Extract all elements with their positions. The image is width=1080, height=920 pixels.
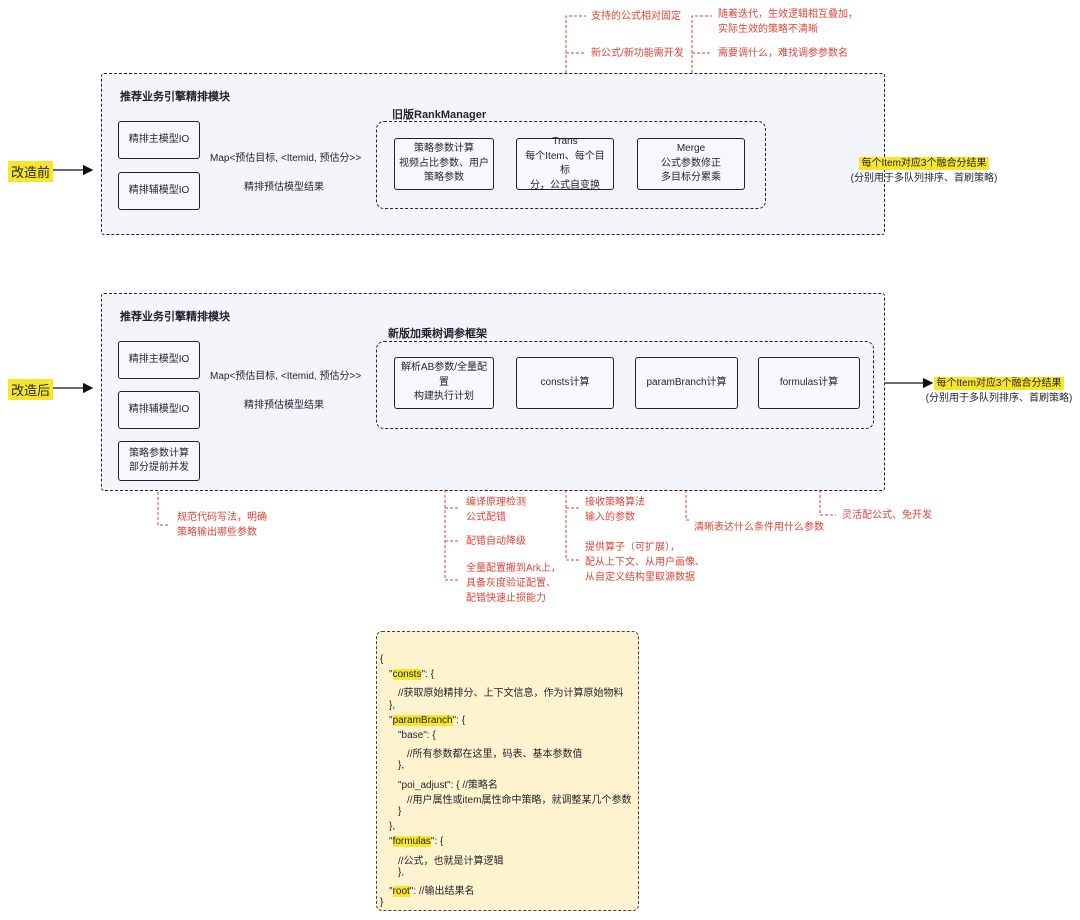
after-result: 每个Item对应3个融合分结果 (分别用于多队列排序、首刷策略) (924, 376, 1074, 406)
json-line: //公式，也就是计算逻辑 (398, 852, 504, 867)
json-line-text: ": { (421, 669, 434, 681)
json-line-text: //获取原始精排分、上下文信息，作为计算原始物料 (398, 688, 624, 700)
after-note-b2: 提供算子（可扩展）， 配从上下文、从用户画像、 从自定义结构里取源数据 (585, 542, 705, 583)
before-map-label: Map<预估目标, <Itemid, 预估分>> (210, 153, 362, 164)
before-inner-title: 旧版RankManager (392, 109, 487, 121)
json-line-text: ": { (430, 836, 444, 848)
before-map-sublabel: 精排预估模型结果 (244, 182, 324, 193)
after-note-a2: 配错自动降级 (466, 536, 526, 547)
after-model-aux: 精排辅模型IO (118, 391, 200, 429)
json-line: "formulas": { (389, 836, 444, 848)
json-line: } (380, 897, 383, 908)
json-key-highlight: formulas (392, 836, 431, 848)
after-strategy-box: 策略参数计算 部分提前并发 (118, 441, 200, 481)
json-line: }, (398, 867, 404, 878)
before-box-trans: Trans 每个Item、每个目标 分，公式自变换 (516, 136, 614, 191)
after-inner-title: 新版加乘树调参框架 (388, 328, 487, 340)
after-framework-frame (376, 341, 874, 429)
json-line: }, (389, 821, 395, 832)
json-line: "root": //输出结果名 (389, 882, 474, 897)
json-line: } (398, 806, 401, 817)
before-model-main: 精排主模型IO (118, 121, 200, 159)
json-line-text: "base": { (398, 730, 436, 741)
before-result-sub: (分别用于多队列排序、首刷策略) (850, 173, 998, 184)
after-side-label: 改造后 (8, 379, 54, 400)
before-rankmanager-frame (376, 121, 766, 209)
after-box-consts: consts计算 (516, 357, 614, 409)
json-line: }, (389, 700, 395, 711)
after-note-c: 清晰表达什么条件用什么参数 (694, 522, 824, 533)
json-line-text: }, (389, 699, 396, 711)
json-line-text: { (380, 654, 384, 665)
after-map-sublabel: 精排预估模型结果 (244, 400, 324, 411)
json-line-text: " (389, 714, 393, 726)
json-line: //所有参数都在这里，码表、基本参数值 (407, 745, 583, 760)
before-side-label: 改造前 (8, 161, 54, 182)
after-map-label: Map<预估目标, <Itemid, 预估分>> (210, 371, 362, 382)
json-line-text: "poi_adjust": { //策略名 (398, 779, 498, 791)
after-box-formulas: formulas计算 (758, 357, 860, 409)
json-line-text: //用户属性或item属性命中策略，就调整某几个参数 (407, 794, 632, 806)
json-line-text: ": //输出结果名 (409, 886, 475, 897)
json-line-text: " (389, 669, 393, 681)
json-line-text: ": { (452, 714, 466, 726)
before-box-strategy: 策略参数计算 视频占比参数、用户 策略参数 (394, 138, 494, 190)
after-box-parambranch: paramBranch计算 (635, 357, 738, 409)
after-model-main: 精排主模型IO (118, 341, 200, 379)
before-note-2: 新公式/新功能需开发 (591, 48, 684, 59)
json-key-highlight: root (392, 886, 410, 897)
before-model-aux: 精排辅模型IO (118, 172, 200, 210)
after-result-sub: (分别用于多队列排序、首刷策略) (925, 393, 1073, 404)
json-config-card: {"consts": {//获取原始精排分、上下文信息，作为计算原始物料},"p… (376, 631, 639, 911)
json-line-text: }, (398, 760, 405, 772)
json-line-text: " (389, 886, 393, 897)
json-line-text: } (398, 806, 402, 817)
json-line-text: //公式，也就是计算逻辑 (398, 855, 504, 867)
after-note-d: 灵活配公式、免开发 (842, 510, 932, 521)
before-result-main: 每个Item对应3个融合分结果 (859, 157, 989, 170)
after-note-a3: 全量配置搬到Ark上， 具备灰度验证配置、 配错快速止损能力 (466, 563, 561, 604)
after-note-a1: 编译原理检测 公式配错 (466, 497, 526, 523)
before-result: 每个Item对应3个融合分结果 (分别用于多队列排序、首刷策略) (824, 156, 1024, 186)
json-line-text: } (380, 897, 384, 909)
after-box-parse: 解析AB参数/全量配置 构建执行计划 (394, 357, 494, 409)
json-line: //获取原始精排分、上下文信息，作为计算原始物料 (398, 684, 624, 699)
before-note-4: 需要调什么，难找调参参数名 (718, 48, 848, 59)
before-box-merge: Merge 公式参数修正 多目标分累乘 (637, 138, 745, 190)
before-note-3: 随着迭代，生效逻辑相互叠加， 实际生效的策略不清晰 (718, 9, 858, 35)
after-note-b1: 接收策略算法 输入的参数 (585, 497, 645, 523)
json-line-text: " (389, 836, 393, 848)
after-note-left: 规范代码写法，明确 策略输出哪些参数 (177, 512, 267, 538)
json-key-highlight: consts (392, 669, 422, 681)
json-line: { (380, 654, 383, 665)
json-line-text: //所有参数都在这里，码表、基本参数值 (407, 749, 583, 761)
after-module-title: 推荐业务引擎精排模块 (120, 311, 230, 323)
json-line: //用户属性或item属性命中策略，就调整某几个参数 (407, 791, 631, 806)
json-line: "consts": { (389, 669, 434, 681)
json-line-text: }, (398, 866, 405, 878)
after-result-main: 每个Item对应3个融合分结果 (934, 377, 1064, 390)
json-line-text: }, (389, 821, 396, 833)
json-key-highlight: paramBranch (392, 714, 453, 726)
json-line: "base": { (398, 730, 436, 741)
json-line: "paramBranch": { (389, 714, 466, 726)
before-note-1: 支持的公式相对固定 (591, 11, 681, 22)
json-line: }, (398, 760, 404, 771)
json-line: "poi_adjust": { //策略名 (398, 776, 498, 791)
before-module-title: 推荐业务引擎精排模块 (120, 91, 230, 103)
note-line-left (157, 482, 170, 526)
